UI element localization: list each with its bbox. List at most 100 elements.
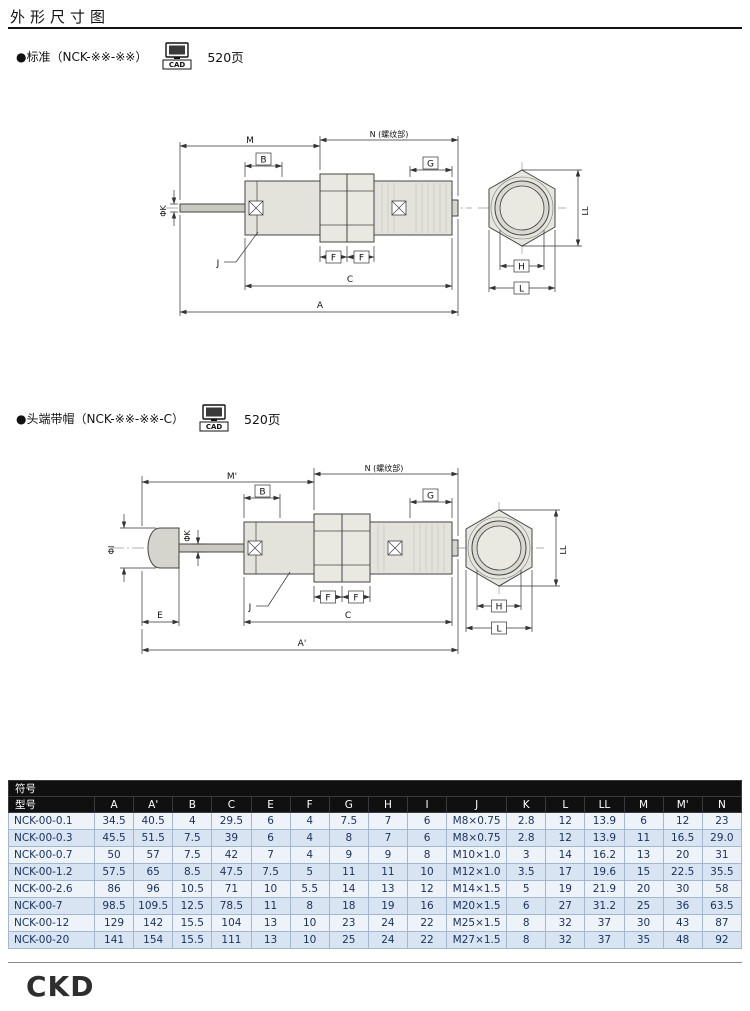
dim-label-h: H bbox=[496, 603, 503, 613]
footer-rule bbox=[8, 962, 742, 963]
piston-rod bbox=[179, 203, 246, 213]
value-cell: 5.5 bbox=[289, 880, 330, 898]
value-cell: 11 bbox=[328, 863, 369, 881]
dim-label-f1: F bbox=[331, 254, 336, 264]
dim-label-c: C bbox=[347, 275, 353, 285]
value-cell: 13 bbox=[250, 914, 291, 932]
dim-label-ll: LL bbox=[581, 206, 590, 215]
value-cell: 4 bbox=[289, 829, 330, 847]
cad-icon: CAD bbox=[198, 404, 230, 432]
value-cell: 4 bbox=[289, 812, 330, 830]
boxed-labels bbox=[255, 152, 530, 295]
page-ref-capped: 520页 bbox=[244, 411, 281, 427]
value-cell: 43 bbox=[662, 914, 703, 932]
value-cell: M14×1.5 bbox=[446, 880, 508, 898]
value-cell: 2.8 bbox=[506, 829, 547, 847]
column-header: G bbox=[328, 796, 369, 813]
value-cell: 6 bbox=[506, 897, 547, 915]
value-cell: 34.5 bbox=[93, 812, 135, 830]
column-header: M' bbox=[662, 796, 703, 813]
column-header: F bbox=[289, 796, 330, 813]
value-cell: 12 bbox=[662, 812, 703, 830]
column-header: L bbox=[545, 796, 586, 813]
value-cell: M8×0.75 bbox=[446, 812, 508, 830]
value-cell: 24 bbox=[367, 931, 409, 949]
hex-nut bbox=[346, 173, 375, 243]
value-cell: 37 bbox=[584, 931, 625, 949]
value-cell: 96 bbox=[133, 880, 174, 898]
model-header: 型号 bbox=[8, 796, 95, 813]
monitor-stand bbox=[211, 419, 218, 421]
model-cell: NCK-00-2.6 bbox=[8, 880, 95, 898]
dim-label-phi-k: ΦK bbox=[183, 529, 192, 541]
end-cap bbox=[147, 527, 180, 569]
dim-label-n: N (螺纹部) bbox=[365, 463, 404, 473]
value-cell: 19.6 bbox=[584, 863, 625, 881]
value-cell: 12.5 bbox=[172, 897, 213, 915]
value-cell: 7.5 bbox=[172, 846, 213, 864]
model-cell: NCK-00-0.1 bbox=[8, 812, 95, 830]
value-cell: 7.5 bbox=[250, 863, 291, 881]
model-cell: NCK-00-7 bbox=[8, 897, 95, 915]
value-cell: 18 bbox=[328, 897, 369, 915]
value-cell: 9 bbox=[328, 846, 369, 864]
value-cell: 12 bbox=[545, 812, 586, 830]
dim-label-g: G bbox=[427, 160, 434, 170]
dim-label-ll: LL bbox=[559, 545, 568, 554]
value-cell: 6 bbox=[406, 812, 448, 830]
cad-label: CAD bbox=[206, 423, 223, 431]
value-cell: 21.9 bbox=[584, 880, 625, 898]
value-cell: 35 bbox=[623, 931, 664, 949]
value-cell: 7 bbox=[367, 829, 409, 847]
piston-rod bbox=[178, 543, 245, 553]
absorber-body-right bbox=[369, 521, 453, 575]
value-cell: 87 bbox=[701, 914, 743, 932]
dim-label-j: J bbox=[216, 259, 220, 269]
front-inner-circle bbox=[476, 525, 522, 571]
column-header: A' bbox=[133, 796, 174, 813]
model-cell: NCK-00-1.2 bbox=[8, 863, 95, 881]
value-cell: 17 bbox=[545, 863, 586, 881]
value-cell: 23 bbox=[328, 914, 369, 932]
value-cell: 65 bbox=[133, 863, 174, 881]
hex-nut bbox=[319, 173, 348, 243]
value-cell: 20 bbox=[623, 880, 664, 898]
value-cell: 8 bbox=[289, 897, 330, 915]
value-cell: M12×1.0 bbox=[446, 863, 508, 881]
value-cell: 104 bbox=[211, 914, 252, 932]
value-cell: 8 bbox=[406, 846, 448, 864]
dim-label-l: L bbox=[519, 285, 524, 295]
column-header: K bbox=[506, 796, 547, 813]
set-screw-crosses bbox=[247, 540, 403, 556]
value-cell: M20×1.5 bbox=[446, 897, 508, 915]
cad-icon: CAD bbox=[161, 42, 193, 70]
value-cell: 6 bbox=[623, 812, 664, 830]
column-header: H bbox=[367, 796, 409, 813]
value-cell: M8×0.75 bbox=[446, 829, 508, 847]
dim-label-b: B bbox=[259, 488, 265, 498]
section-capped-header: ●头端带帽（NCK-※※-※※-C） CAD 520页 bbox=[16, 404, 280, 432]
value-cell: 4 bbox=[289, 846, 330, 864]
value-cell: 24 bbox=[367, 914, 409, 932]
dim-label-h: H bbox=[518, 263, 525, 273]
dimension-lines bbox=[120, 468, 459, 654]
value-cell: 50 bbox=[93, 846, 135, 864]
value-cell: 7 bbox=[367, 812, 409, 830]
value-cell: 9 bbox=[367, 846, 409, 864]
thread-hatching bbox=[377, 524, 445, 572]
model-cell: NCK-00-12 bbox=[8, 914, 95, 932]
value-cell: 7.5 bbox=[328, 812, 369, 830]
value-cell: M25×1.5 bbox=[446, 914, 508, 932]
value-cell: 29.5 bbox=[211, 812, 252, 830]
dim-label-n: N (螺纹部) bbox=[370, 129, 409, 139]
dim-label-l: L bbox=[496, 625, 501, 635]
